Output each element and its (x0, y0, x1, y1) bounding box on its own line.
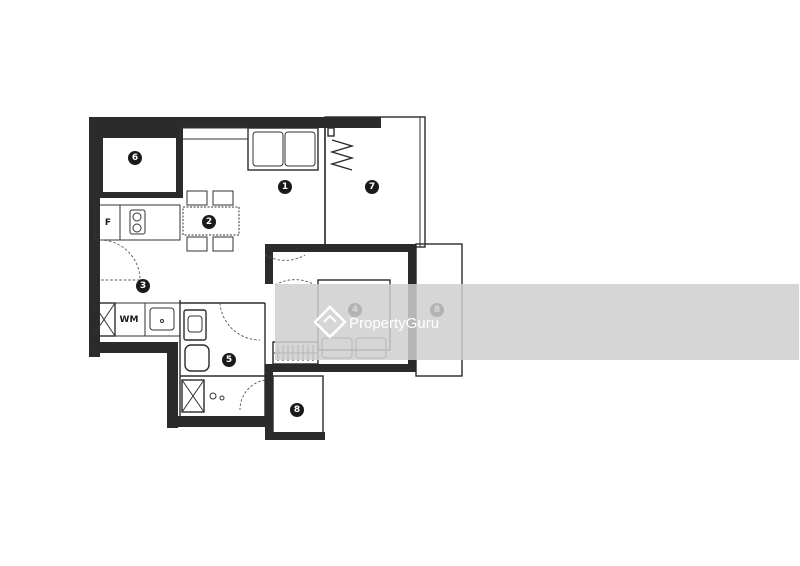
svg-text:2: 2 (206, 217, 212, 227)
propertyguru-logo-icon (313, 305, 347, 339)
svg-text:8: 8 (294, 405, 300, 415)
svg-text:6: 6 (132, 153, 138, 163)
room-badge-7: 7 (365, 180, 379, 194)
living-furniture (129, 127, 355, 252)
room-badge-3: 3 (136, 279, 150, 293)
watermark-text: PropertyGuru (349, 315, 439, 332)
door-swings (99, 239, 316, 411)
watermark-band (275, 284, 799, 360)
svg-text:7: 7 (369, 182, 375, 192)
svg-text:3: 3 (140, 281, 146, 291)
room-badge-2: 2 (202, 215, 216, 229)
fridge-label: F (105, 218, 111, 228)
interior-walls (92, 116, 463, 440)
room-6-store (97, 125, 183, 198)
washer-label: WM (120, 315, 139, 325)
watermark: PropertyGuru (275, 284, 799, 360)
bathroom-fixtures (181, 309, 225, 413)
svg-text:1: 1 (282, 182, 288, 192)
svg-text:5: 5 (226, 355, 232, 365)
room-badge-1: 1 (278, 180, 292, 194)
room-badge-5: 5 (222, 353, 236, 367)
room-badge-6: 6 (128, 151, 142, 165)
room-badge-8-bay: 8 (290, 403, 304, 417)
